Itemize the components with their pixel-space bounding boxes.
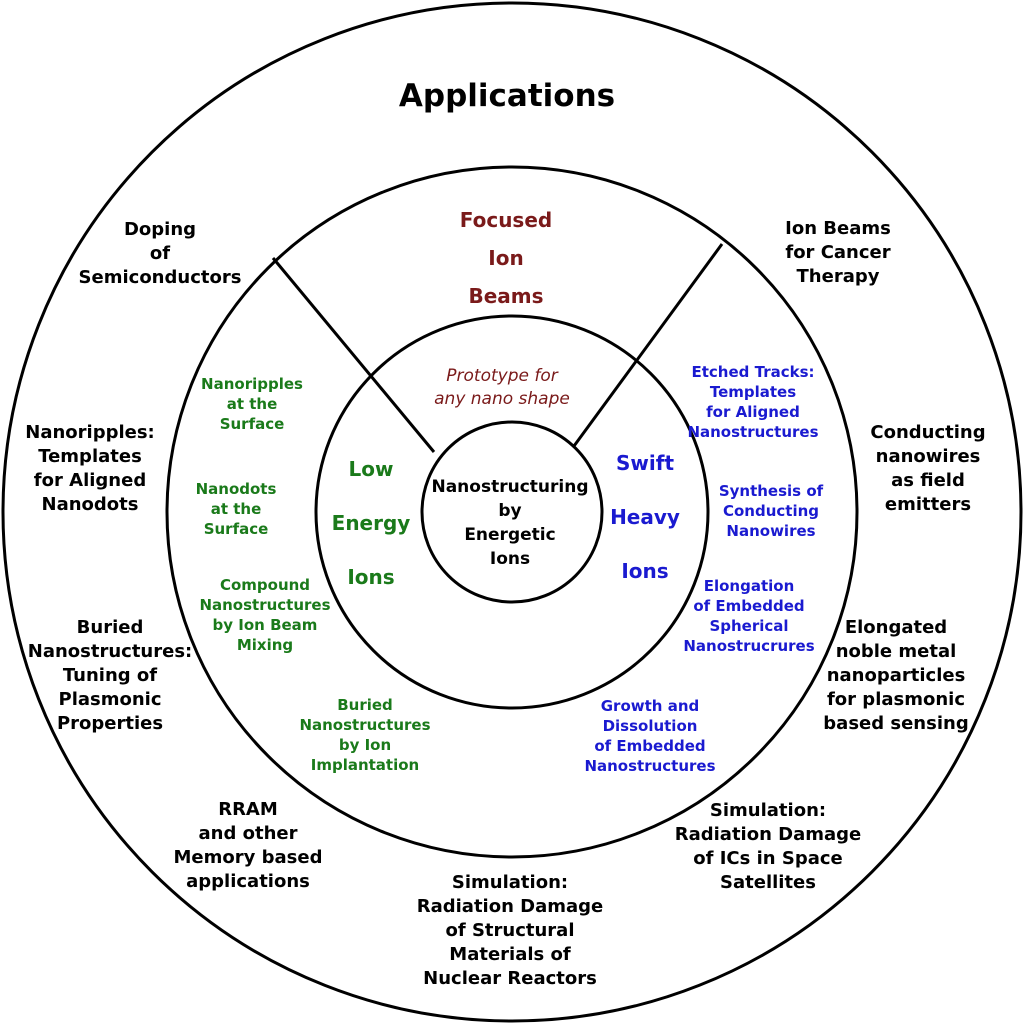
diagram-title: Applications [399,78,615,114]
core-circle [420,420,604,604]
left-sector-divider [271,257,436,453]
middle-ring-techniques [165,165,859,859]
right-sector-divider [572,243,724,447]
inner-ring-ion-types [314,314,710,710]
